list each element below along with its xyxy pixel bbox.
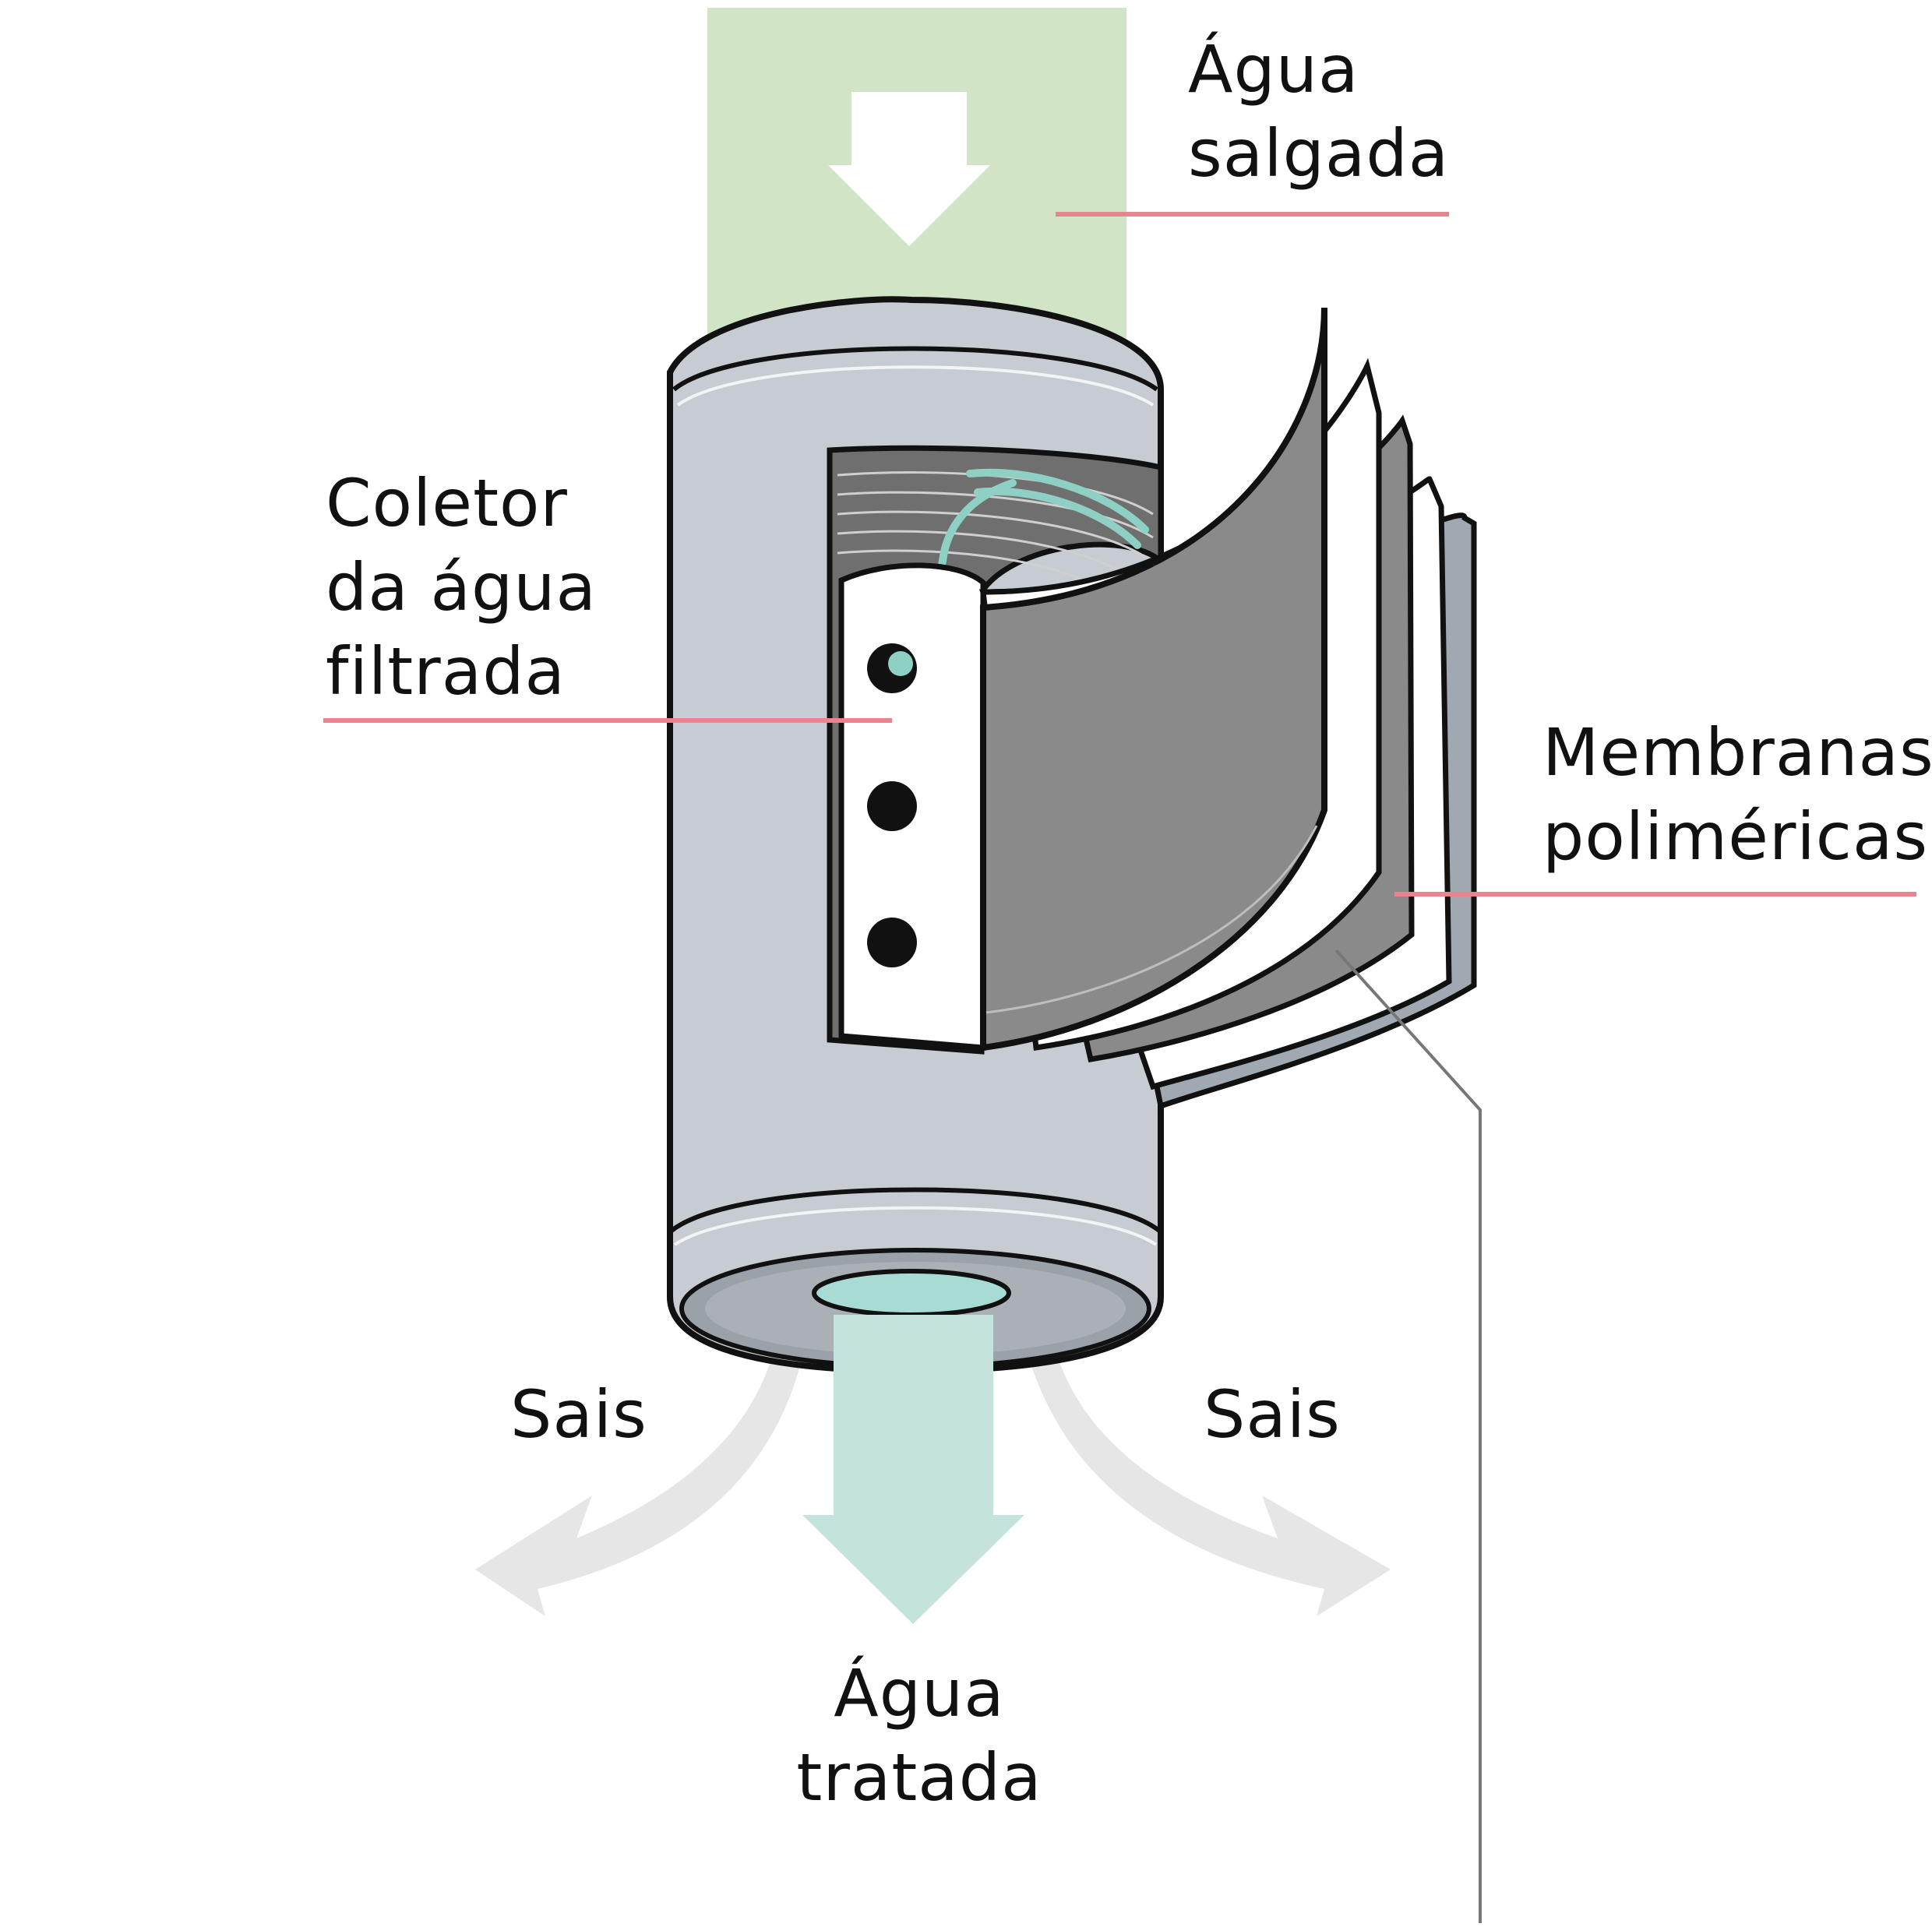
cylinder-top-rim [672,346,1158,392]
label-coletor-line3: filtrada [326,633,566,710]
label-agua-tratada-line2: tratada [796,1739,1042,1816]
cylinder-bottom-rim [670,1187,1161,1233]
collector-hole-2 [867,781,917,831]
membrane-sheet-front [980,307,1327,1052]
label-membranas-line1: Membranas [1542,714,1932,791]
label-agua-tratada-line1: Água [834,1655,1005,1731]
label-agua-tratada: Água tratada [779,1651,1059,1820]
label-agua-salgada: Água salgada [1188,27,1449,196]
salt-arrow-left [475,1288,813,1616]
label-membranas: Membranas poliméricas [1542,710,1932,879]
label-sais-left: Sais [510,1376,647,1453]
label-coletor-line2: da água [326,549,598,625]
salt-arrow-right [1015,1288,1391,1616]
label-membranas-line2: poliméricas [1542,798,1929,875]
label-agua-salgada-line1: Água [1188,31,1359,107]
inflow-arrow-icon [828,92,990,246]
pointer-line [1334,949,1482,1923]
collector-hole-3 [867,918,917,967]
label-sais-right: Sais [1204,1376,1341,1453]
label-coletor: Coletor da água filtrada [326,461,597,713]
label-agua-salgada-line2: salgada [1188,115,1450,192]
label-coletor-line1: Coletor [326,465,568,541]
outlet-opening [812,1269,1011,1317]
treated-water-arrow-icon [802,1315,1024,1624]
